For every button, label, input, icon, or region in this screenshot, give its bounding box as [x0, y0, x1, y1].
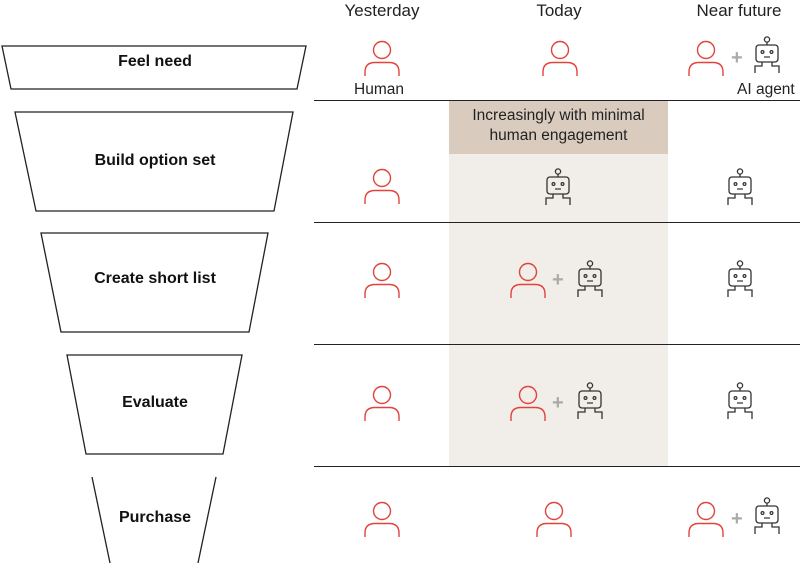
funnel-stage-build-option-set: [14, 111, 294, 212]
stage-label-evaluate: Evaluate: [122, 394, 188, 411]
row-divider: [314, 466, 800, 467]
funnel-stage-evaluate: [66, 354, 243, 455]
person-icon: [508, 383, 548, 423]
column-header-yesterday: Yesterday: [344, 1, 420, 20]
legend-label-ai-agent: AI agent: [737, 81, 795, 98]
person-icon: [534, 499, 574, 539]
funnel-stage-purchase-right: [197, 476, 217, 563]
robot-icon: [720, 382, 760, 422]
person-icon: [686, 38, 726, 78]
robot-icon: [570, 260, 610, 300]
row-divider: [314, 100, 800, 101]
robot-icon: [747, 36, 787, 76]
today-highlight-band: [449, 100, 668, 466]
row-divider: [314, 344, 800, 345]
row-divider: [314, 222, 800, 223]
band-caption-line1: Increasingly with minimal: [472, 107, 645, 124]
person-icon: [686, 499, 726, 539]
plus-icon: +: [552, 392, 564, 414]
person-icon: [362, 383, 402, 423]
stage-label-build-option-set: Build option set: [94, 152, 216, 169]
robot-icon: [720, 168, 760, 208]
person-icon: [362, 260, 402, 300]
robot-icon: [720, 260, 760, 300]
stage-label-purchase: Purchase: [118, 509, 192, 526]
person-icon: [362, 38, 402, 78]
column-header-near-future: Near future: [696, 1, 782, 20]
band-caption: Increasingly with minimal human engageme…: [449, 100, 668, 154]
robot-icon: [538, 168, 578, 208]
plus-icon: +: [552, 269, 564, 291]
robot-icon: [570, 382, 610, 422]
column-header-today: Today: [536, 1, 582, 20]
stage-label-feel-need: Feel need: [118, 53, 192, 70]
stage-label-create-short-list: Create short list: [94, 270, 216, 287]
plus-icon: +: [731, 508, 743, 530]
person-icon: [540, 38, 580, 78]
funnel-stage-purchase: [91, 476, 111, 563]
funnel-stage-feel-need: [1, 45, 307, 90]
legend-label-human: Human: [354, 81, 404, 98]
funnel-stage-create-short-list: [40, 232, 269, 333]
person-icon: [508, 260, 548, 300]
person-icon: [362, 166, 402, 206]
robot-icon: [747, 497, 787, 537]
plus-icon: +: [731, 47, 743, 69]
person-icon: [362, 499, 402, 539]
band-caption-line2: human engagement: [489, 127, 628, 144]
funnel-diagram: [1, 45, 307, 563]
